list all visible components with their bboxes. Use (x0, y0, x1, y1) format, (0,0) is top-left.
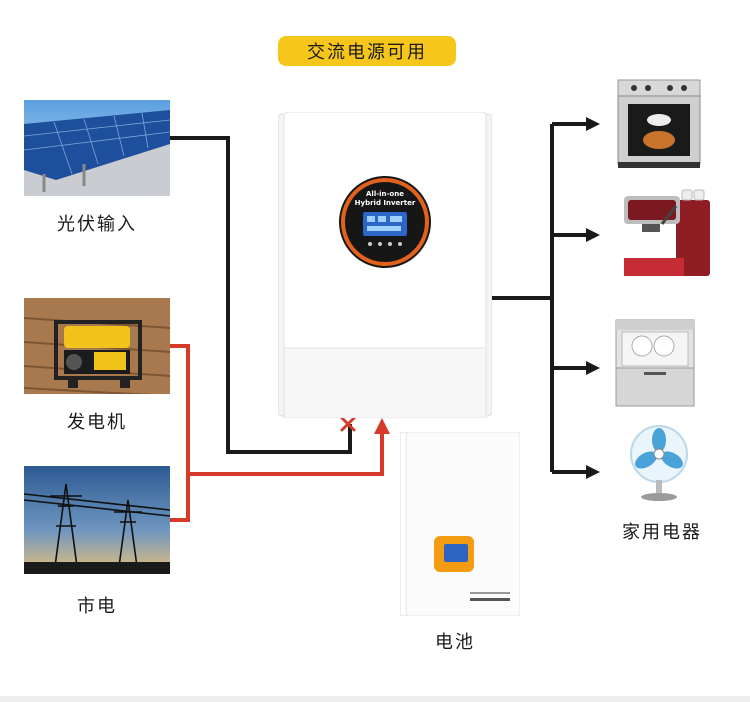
home-appliances-label: 家用电器 (622, 522, 702, 543)
oven-photo (614, 78, 704, 170)
battery-unit (400, 432, 520, 616)
dishwasher-photo (614, 318, 696, 408)
battery-label: 电池 (435, 632, 475, 653)
grid-arrow-icon (374, 418, 390, 434)
bottom-divider (0, 696, 750, 702)
coffee-arrow-icon (586, 228, 600, 242)
coffee-machine-photo (618, 188, 714, 280)
inverter-brand-line2: Hybrid Inverter (354, 199, 416, 207)
utility-grid-photo (24, 466, 170, 574)
grid-wire (188, 434, 384, 476)
hybrid-inverter (278, 112, 492, 418)
electric-fan-photo (626, 424, 692, 502)
inverter-brand-line1: All-in-one (366, 190, 404, 198)
generator-wire (170, 344, 190, 522)
ac-power-available-badge: 交流电源可用 (278, 36, 456, 66)
disconnected-x-icon (340, 416, 356, 432)
utility-grid-label: 市电 (77, 596, 117, 617)
generator-label: 发电机 (67, 412, 127, 433)
fan-arrow-icon (586, 465, 600, 479)
dishwasher-arrow-icon (586, 361, 600, 375)
generator-photo (24, 298, 170, 394)
solar-input-label: 光伏输入 (57, 214, 137, 235)
solar-panel-photo (24, 100, 170, 196)
oven-arrow-icon (586, 117, 600, 131)
